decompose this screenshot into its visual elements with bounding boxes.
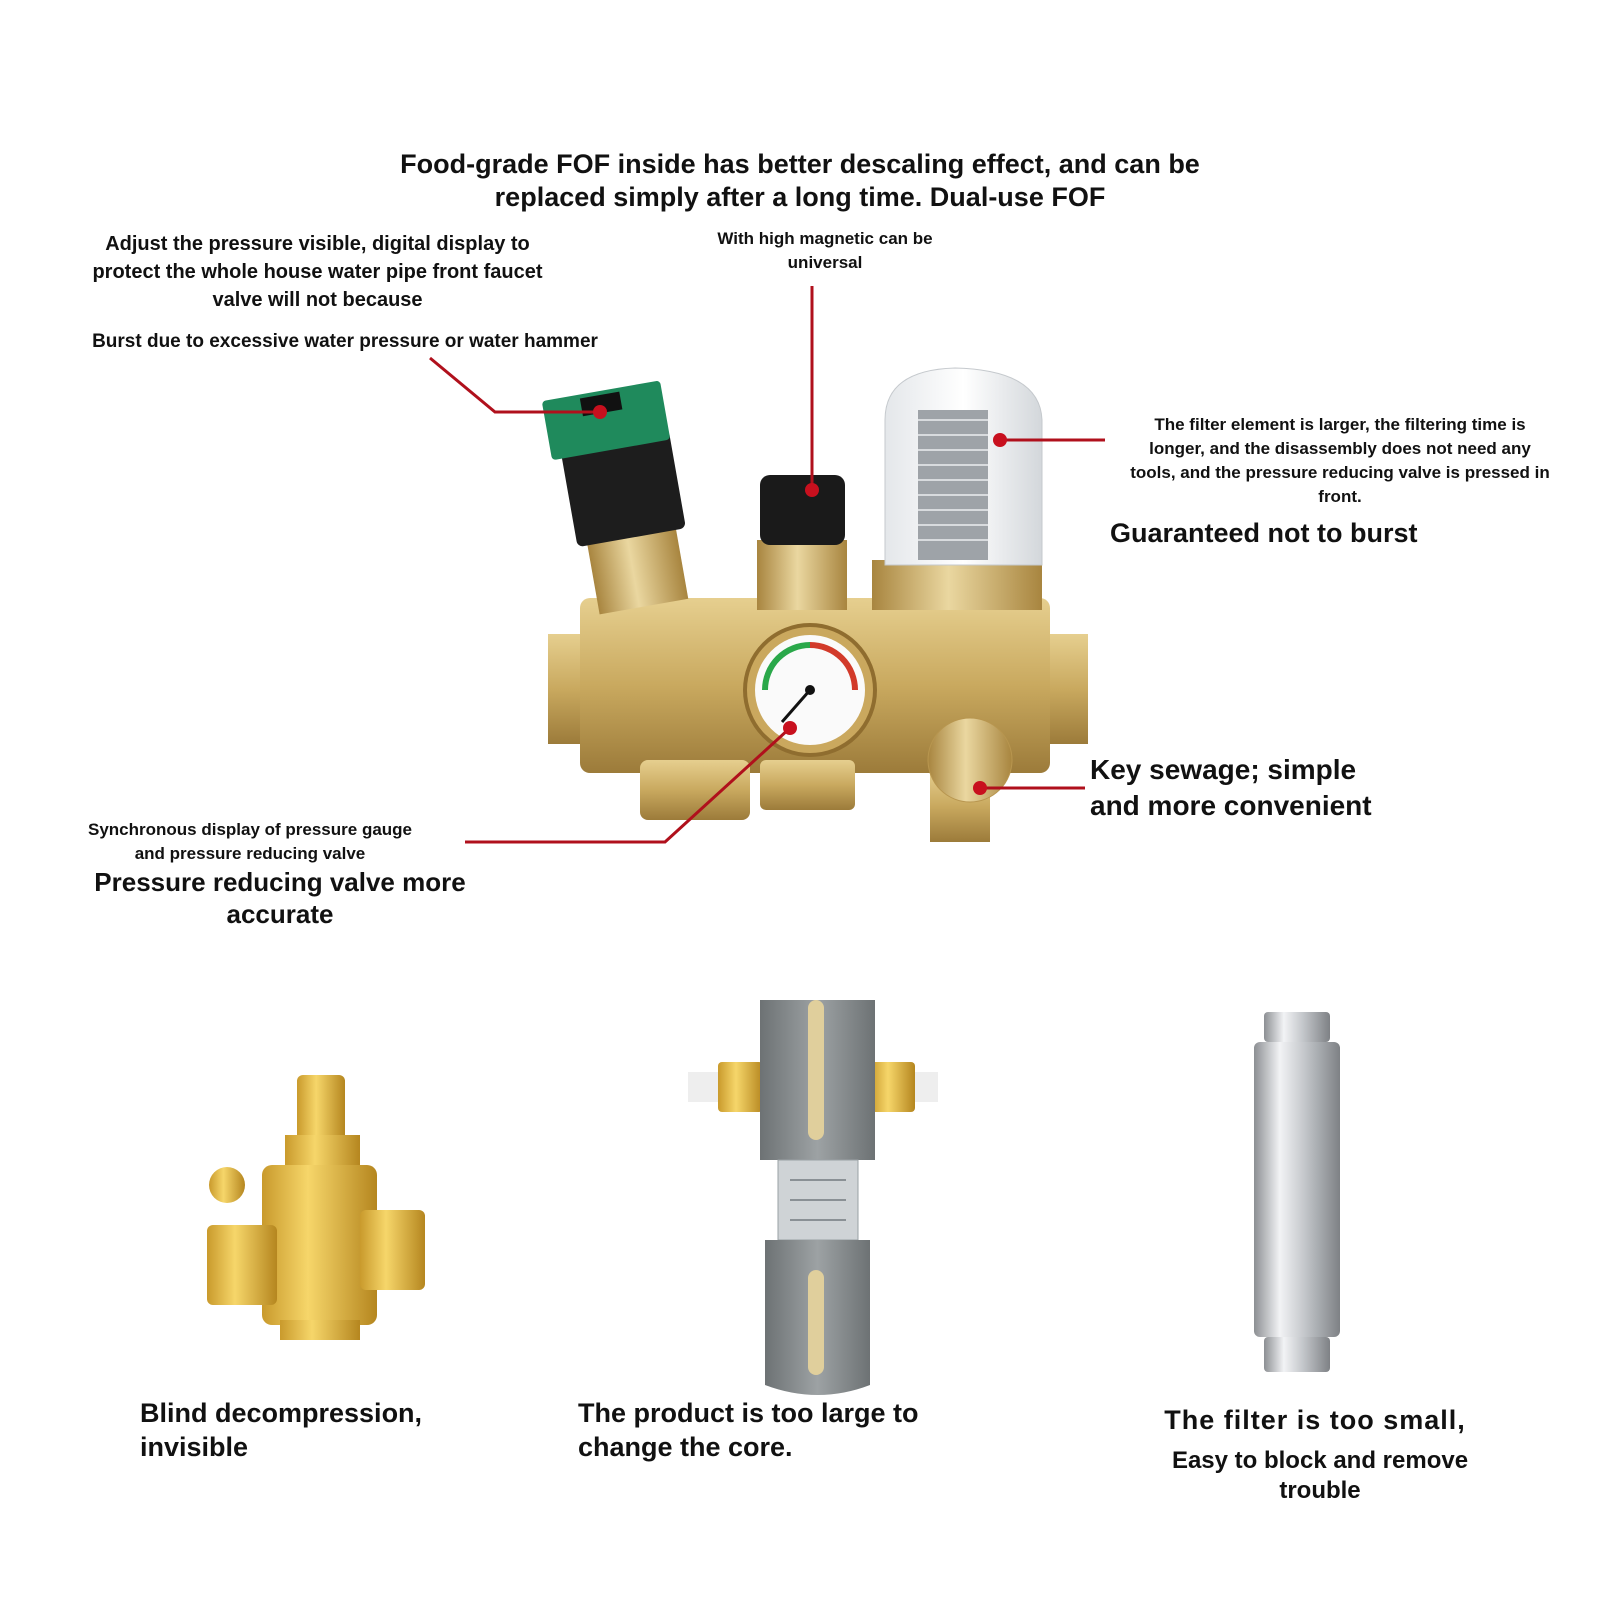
blind-caption: Blind decompression, invisible <box>140 1396 500 1464</box>
callout-dots <box>593 405 1007 795</box>
sewage-callout: Key sewage; simple and more convenient <box>1090 752 1510 824</box>
small-caption-title: The filter is too small, <box>1164 1405 1466 1435</box>
filter-element-line-4: front. <box>1318 487 1362 506</box>
pressure-display-callout: Adjust the pressure visible, digital dis… <box>10 230 625 314</box>
magnetic-line-1: With high magnetic can be <box>717 229 933 248</box>
filter-element-line-2: longer, and the disassembly does not nee… <box>1149 439 1531 458</box>
small-caption-line-2: trouble <box>1279 1477 1361 1504</box>
main-valve-assembly <box>542 367 1088 842</box>
sync-display-callout: Synchronous display of pressure gauge an… <box>65 818 435 866</box>
callout-lines <box>429 286 1105 844</box>
sewage-button <box>927 717 1013 803</box>
magnet-neck <box>757 540 847 610</box>
sync-display-line-1: Synchronous display of pressure gauge <box>87 820 413 839</box>
pressure-display-line-2: protect the whole house water pipe front… <box>92 261 543 283</box>
filter-element-callout: The filter element is larger, the filter… <box>1100 413 1580 509</box>
small-caption-body: Easy to block and remove trouble <box>1070 1446 1570 1506</box>
guaranteed-callout: Guaranteed not to burst <box>1110 518 1418 548</box>
accurate-line-2: accurate <box>226 899 334 929</box>
filter-element-line-1: The filter element is larger, the filter… <box>1154 415 1526 434</box>
large-filter-product <box>688 1000 938 1395</box>
sync-display-line-2: and pressure reducing valve <box>134 844 366 863</box>
sewage-line-1: Key sewage; simple <box>1090 754 1357 785</box>
magnetic-line-2: universal <box>787 253 863 272</box>
prv-green-cap <box>542 381 670 460</box>
headline-line-2: replaced simply after a long time. Dual-… <box>494 182 1106 212</box>
filter-mesh <box>918 410 988 560</box>
prv-display <box>579 391 623 417</box>
gauge-needle <box>780 689 812 723</box>
bottom-inlet <box>640 760 750 820</box>
accurate-callout: Pressure reducing valve more accurate <box>80 866 480 930</box>
small-caption-line-1: Easy to block and remove <box>1171 1447 1469 1474</box>
magnet-knob <box>760 475 845 545</box>
headline: Food-grade FOF inside has better descali… <box>330 148 1270 214</box>
blind-prv-product <box>207 1075 425 1340</box>
large-caption-line-2: change the core. <box>578 1432 793 1462</box>
large-caption: The product is too large to change the c… <box>578 1396 998 1464</box>
sewage-line-2: and more convenient <box>1090 790 1372 821</box>
pressure-display-line-1: Adjust the pressure visible, digital dis… <box>105 233 530 255</box>
filter-collar <box>872 560 1042 610</box>
accurate-line-1: Pressure reducing valve more <box>94 867 466 897</box>
blind-caption-line-2: invisible <box>140 1432 249 1462</box>
filter-element-line-3: tools, and the pressure reducing valve i… <box>1130 463 1550 482</box>
small-filter-product <box>1254 1012 1340 1372</box>
headline-line-1: Food-grade FOF inside has better descali… <box>400 149 1200 179</box>
bottom-port <box>760 760 855 810</box>
blind-caption-line-1: Blind decompression, <box>140 1398 423 1428</box>
magnetic-callout: With high magnetic can be universal <box>690 227 960 275</box>
pressure-display-line-3: valve will not because <box>212 289 423 311</box>
large-caption-line-1: The product is too large to <box>578 1398 919 1428</box>
burst-callout: Burst due to excessive water pressure or… <box>92 331 598 352</box>
prv-black-body <box>561 430 686 547</box>
